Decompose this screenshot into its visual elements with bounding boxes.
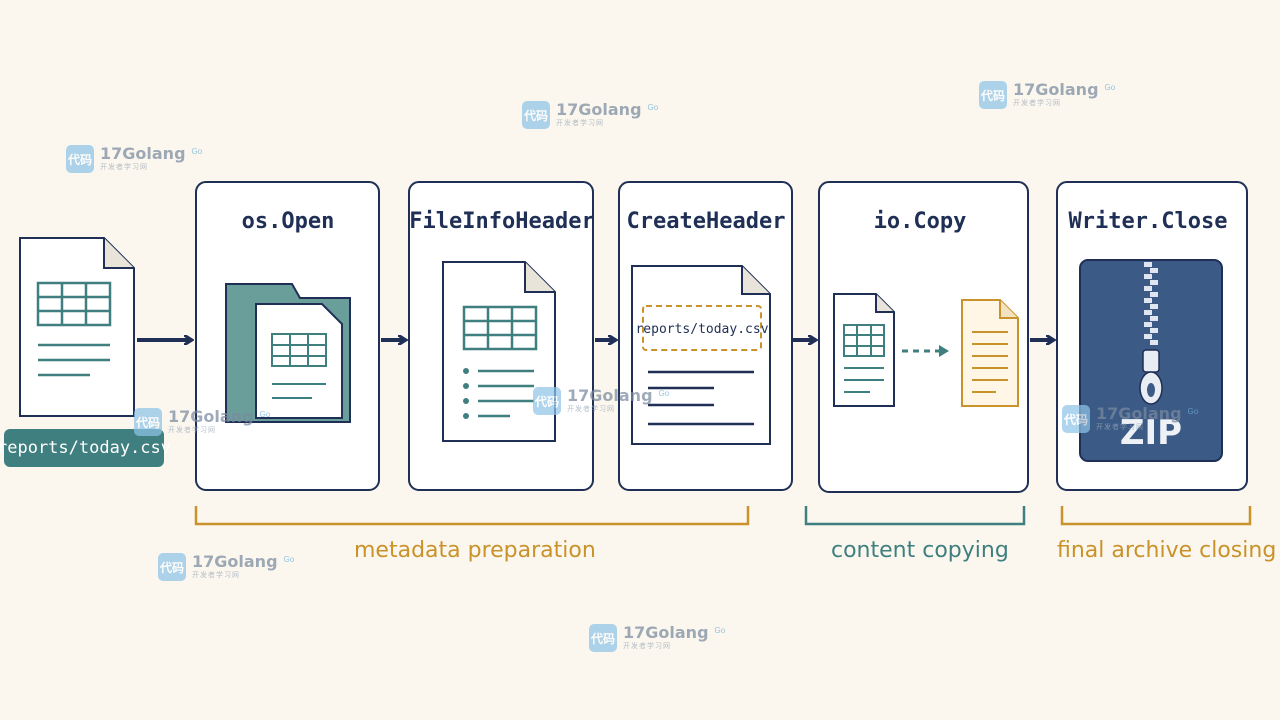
watermark-brand: 17Golang <box>100 144 186 163</box>
watermark-sub: 开发者学习网 <box>567 406 615 413</box>
watermark-tag: Go <box>658 389 670 398</box>
watermark-sub: 开发者学习网 <box>100 164 148 171</box>
step-os-open: os.Open <box>195 181 380 491</box>
source-file-label: reports/today.csv <box>0 429 171 467</box>
copy-content-icon <box>833 293 1019 407</box>
step-title: io.Copy <box>874 209 967 234</box>
bracket-content-copying <box>804 506 1026 526</box>
source-csv-file-icon <box>19 237 135 417</box>
header-name-text: reports/today.csv <box>635 322 768 337</box>
zip-label: ZIP <box>1120 413 1182 453</box>
step-title: FileInfoHeader <box>409 209 594 234</box>
watermark-sub: 开发者学习网 <box>556 120 604 127</box>
watermark-brand: 17Golang <box>556 100 642 119</box>
watermark-logo-icon: 代码 <box>1062 405 1090 433</box>
watermark-sub: 开发者学习网 <box>168 427 216 434</box>
group-label-metadata-preparation: metadata preparation <box>354 538 596 563</box>
step-create-header: CreateHeader reports/today.csv <box>618 181 793 491</box>
watermark-tag: Go <box>647 103 659 112</box>
step-writer-close: Writer.Close ZIP <box>1056 181 1248 491</box>
watermark-logo-icon: 代码 <box>533 387 561 415</box>
bracket-final-archive-closing <box>1060 506 1252 526</box>
watermark-tag: Go <box>283 555 295 564</box>
watermark-sub: 开发者学习网 <box>1096 424 1144 431</box>
group-brackets <box>194 506 1252 526</box>
watermark-brand: 17Golang <box>1013 80 1099 99</box>
zip-archive-icon: ZIP <box>1079 259 1223 462</box>
group-label-final-archive-closing: final archive closing <box>1057 538 1277 563</box>
watermark-sub: 开发者学习网 <box>192 572 240 579</box>
step-title: Writer.Close <box>1069 209 1228 234</box>
step-title: CreateHeader <box>627 209 786 234</box>
watermark-sub: 开发者学习网 <box>623 643 671 650</box>
watermark-tag: Go <box>714 626 726 635</box>
step-file-info-header: FileInfoHeader <box>408 181 595 491</box>
watermark-brand: 17Golang <box>192 552 278 571</box>
watermark-logo-icon: 代码 <box>158 553 186 581</box>
watermark-tag: Go <box>191 147 203 156</box>
bracket-metadata-preparation <box>194 506 750 526</box>
step-title: os.Open <box>242 209 335 234</box>
watermark-tag: Go <box>1104 83 1116 92</box>
watermark-brand: 17Golang <box>168 407 254 426</box>
watermark-logo-icon: 代码 <box>979 81 1007 109</box>
step-io-copy: io.Copy <box>818 181 1029 493</box>
watermark-tag: Go <box>259 410 271 419</box>
folder-with-file-icon <box>225 283 351 423</box>
header-document-icon: reports/today.csv <box>631 265 771 445</box>
file-info-icon <box>442 261 556 442</box>
watermark-logo-icon: 代码 <box>66 145 94 173</box>
watermark-sub: 开发者学习网 <box>1013 100 1061 107</box>
watermark-brand: 17Golang <box>567 386 653 405</box>
watermark-logo-icon: 代码 <box>589 624 617 652</box>
watermark-logo-icon: 代码 <box>522 101 550 129</box>
group-label-content-copying: content copying <box>831 538 1009 563</box>
watermark-brand: 17Golang <box>1096 404 1182 423</box>
watermark-tag: Go <box>1187 407 1199 416</box>
watermark-brand: 17Golang <box>623 623 709 642</box>
watermark-logo-icon: 代码 <box>134 408 162 436</box>
